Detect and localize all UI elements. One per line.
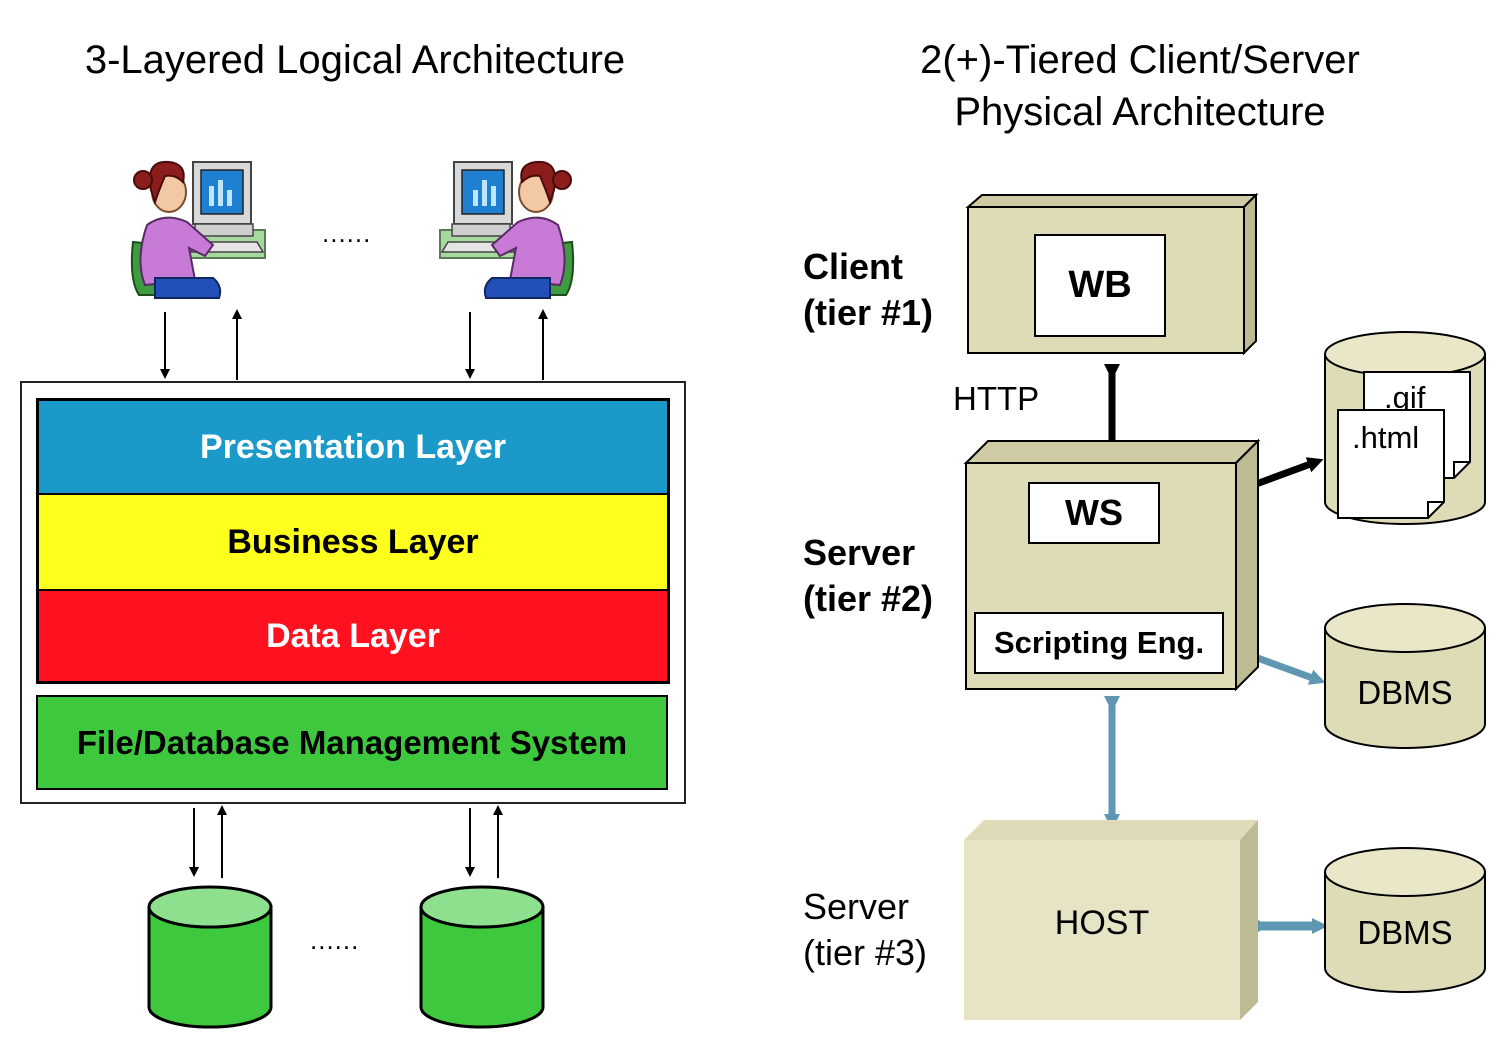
client-tier-label: Client (tier #1) xyxy=(803,244,933,336)
client-tier-label-line2: (tier #1) xyxy=(803,292,934,333)
server-tier2-label-line2: (tier #2) xyxy=(803,578,934,619)
html-file-label: .html xyxy=(1352,420,1420,455)
presentation-layer-label: Presentation Layer xyxy=(199,427,507,466)
layers-stack: Presentation Layer Business Layer Data L… xyxy=(36,398,670,684)
web-browser-label: WB xyxy=(1068,264,1132,306)
data-layer: Data Layer xyxy=(39,591,667,681)
html-file-icon xyxy=(1337,409,1445,519)
users-ellipsis: ...... xyxy=(322,218,372,248)
physical-architecture-title-line1: 2(+)-Tiered Client/Server xyxy=(920,38,1360,82)
database-icon-1 xyxy=(147,885,273,1029)
presentation-layer: Presentation Layer xyxy=(39,401,667,495)
web-browser-box: WB xyxy=(1034,234,1166,337)
physical-architecture-title-line2: Physical Architecture xyxy=(954,90,1326,134)
scripting-engine-label: Scripting Eng. xyxy=(993,625,1205,660)
dbms-tier2-cylinder xyxy=(1324,603,1486,749)
http-label: HTTP xyxy=(953,380,1040,417)
dbms-tier3-cylinder xyxy=(1324,847,1486,993)
business-layer-label: Business Layer xyxy=(227,522,479,561)
server-tier2-label: Server (tier #2) xyxy=(803,530,933,622)
business-layer: Business Layer xyxy=(39,495,667,591)
storage-layer: File/Database Management System xyxy=(36,695,668,790)
dbms-tier2-label: DBMS xyxy=(1357,674,1453,711)
user-workstation-icon-2 xyxy=(439,160,575,299)
scripting-engine-box: Scripting Eng. xyxy=(974,612,1224,674)
web-server-label: WS xyxy=(1065,492,1123,533)
logical-architecture-title: 3-Layered Logical Architecture xyxy=(84,38,626,82)
user-workstation-icon-1 xyxy=(130,160,266,299)
client-tier-label-line1: Client xyxy=(803,246,904,287)
storage-layer-label: File/Database Management System xyxy=(76,723,628,761)
data-layer-label: Data Layer xyxy=(266,616,440,655)
server-tier3-label-line1: Server xyxy=(803,886,910,927)
host-box xyxy=(964,820,1258,1020)
databases-ellipsis: ...... xyxy=(310,925,360,955)
server-tier3-label: Server (tier #3) xyxy=(803,884,927,976)
dbms-tier3-label: DBMS xyxy=(1357,914,1453,951)
server-tier2-label-line1: Server xyxy=(803,532,916,573)
server-tier3-label-line2: (tier #3) xyxy=(803,932,928,973)
host-label: HOST xyxy=(1054,904,1150,942)
database-icon-2 xyxy=(419,885,545,1029)
web-server-box: WS xyxy=(1028,482,1160,544)
